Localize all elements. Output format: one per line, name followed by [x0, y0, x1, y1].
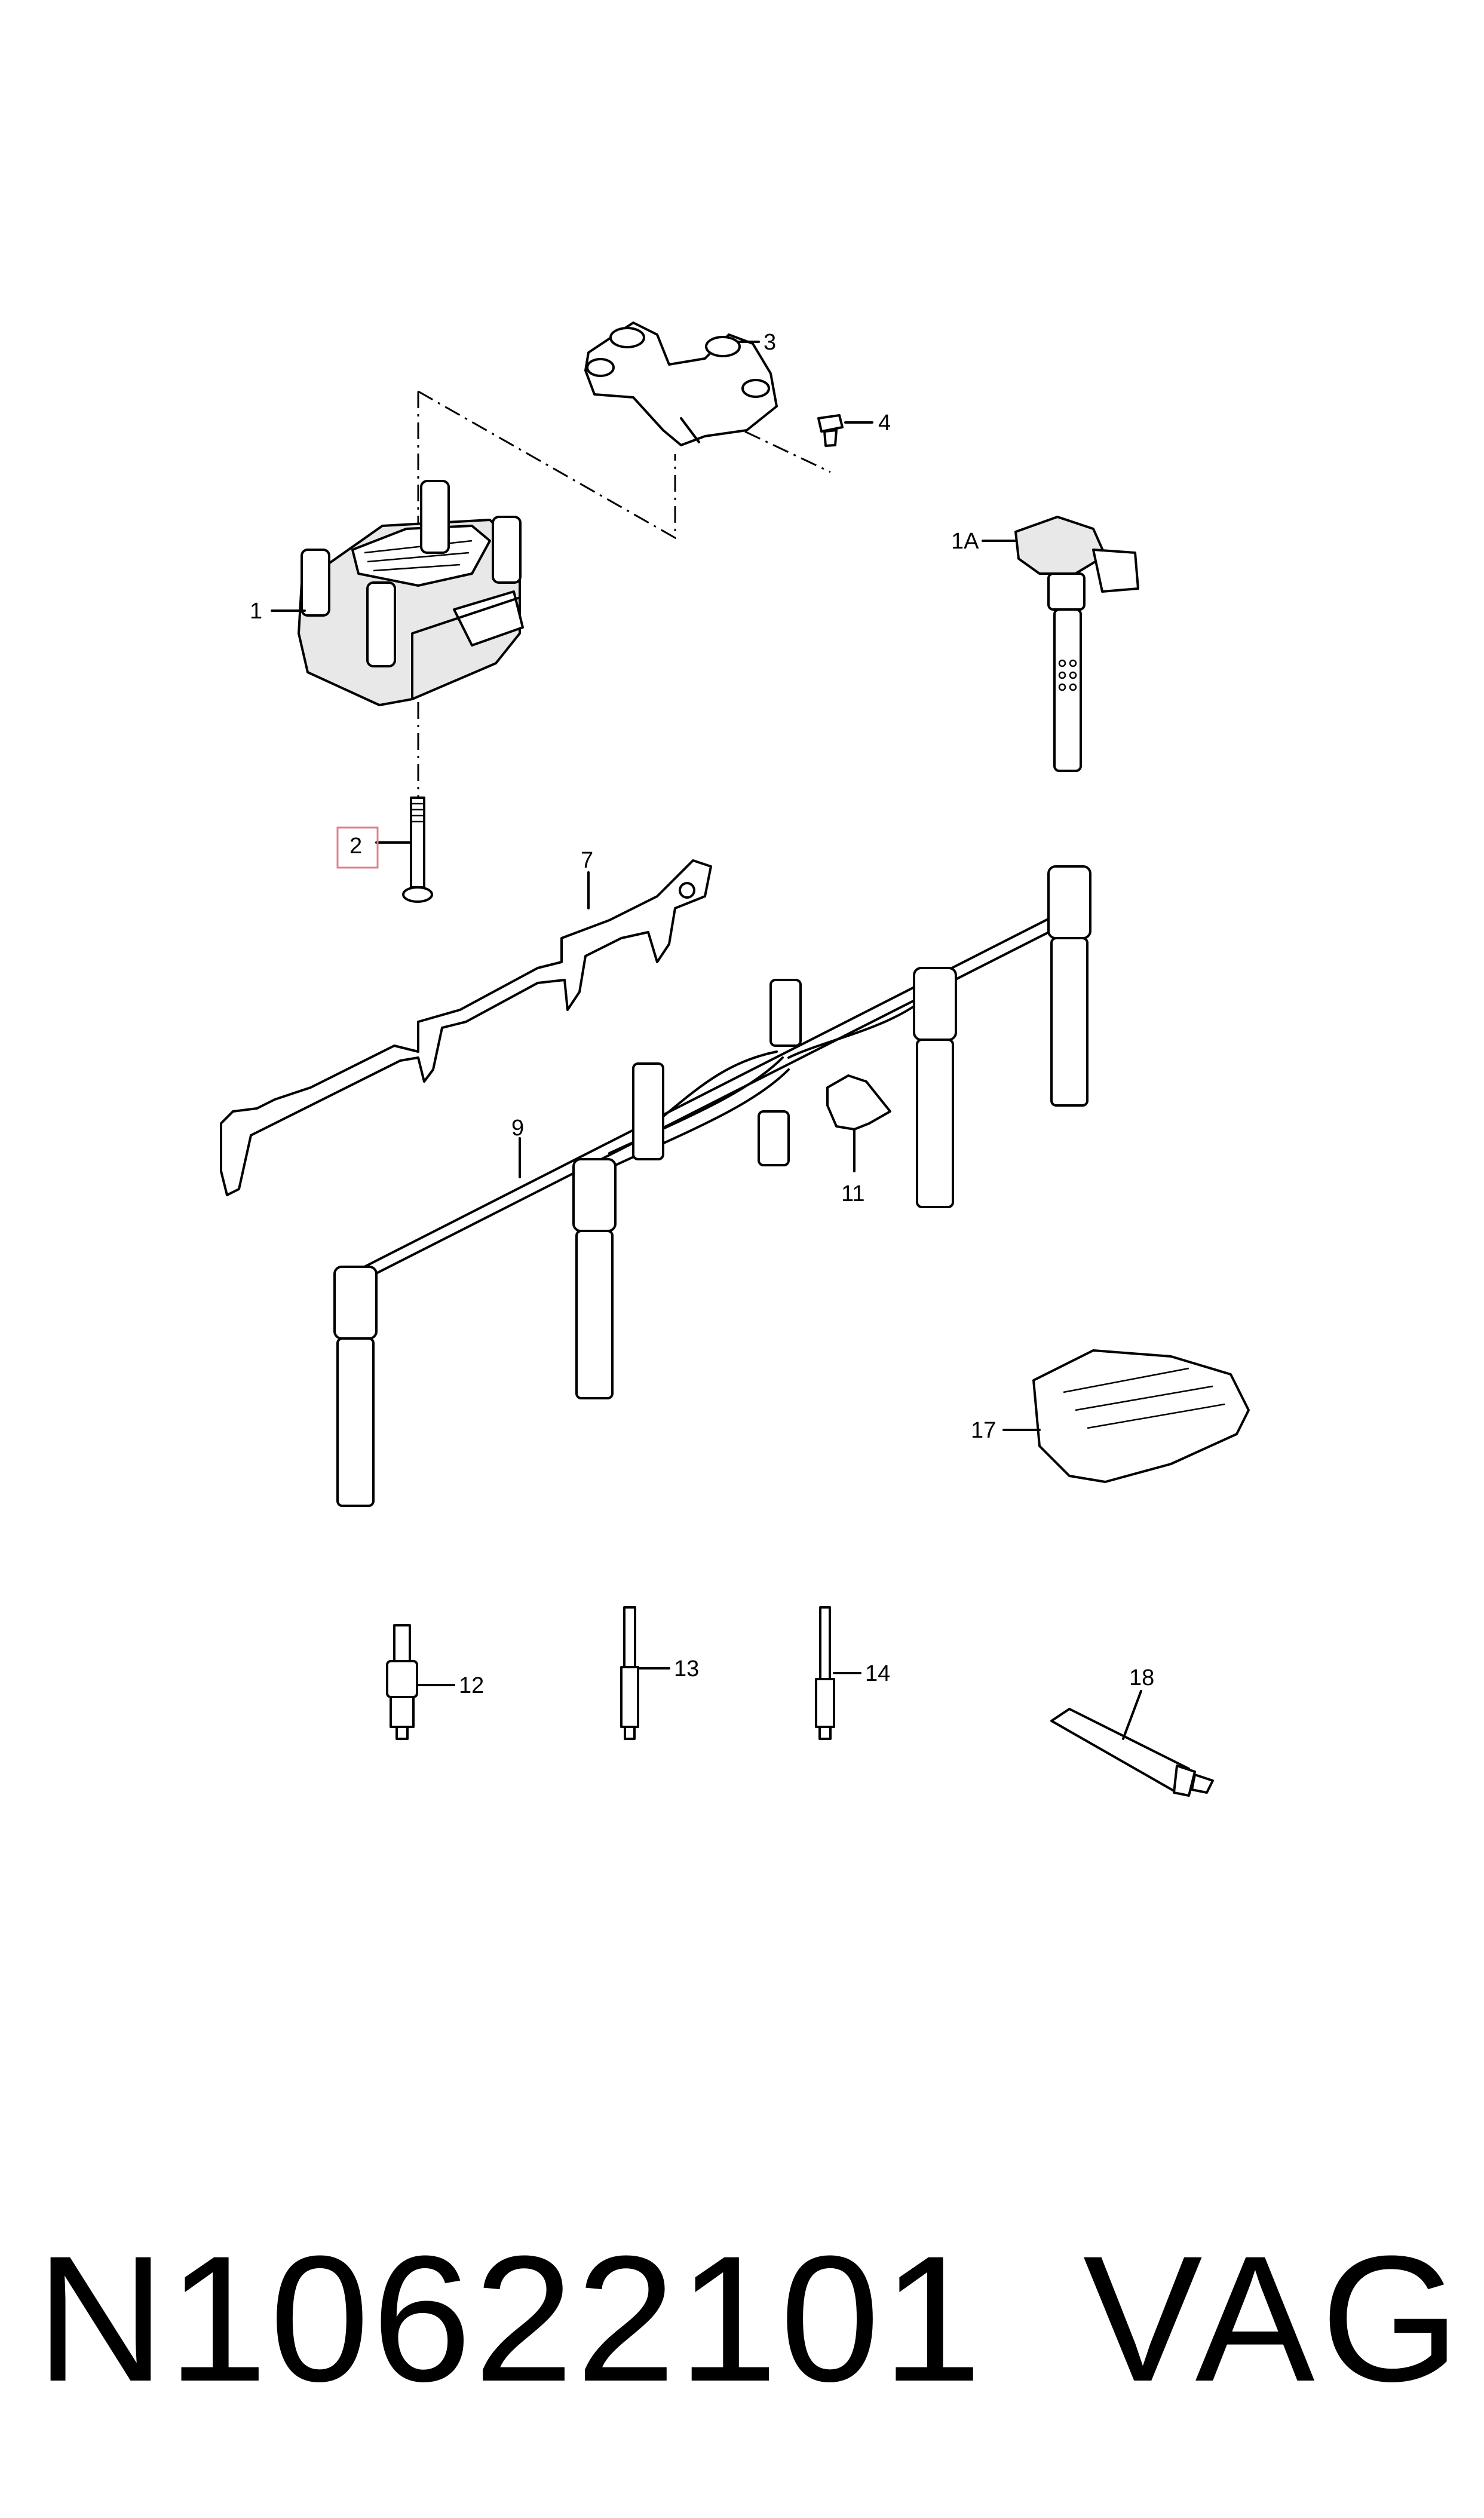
part-2-bolt[interactable]: [402, 797, 433, 903]
callout-1a[interactable]: 1A: [951, 529, 979, 554]
callout-4[interactable]: 4: [878, 411, 891, 436]
callout-1[interactable]: 1: [250, 599, 262, 624]
part-7-lead-bracket[interactable]: [220, 859, 712, 1196]
part-1-ignition-coil-block[interactable]: [298, 480, 524, 706]
callout-9[interactable]: 9: [511, 1116, 524, 1141]
callout-13[interactable]: 13: [674, 1656, 699, 1681]
part-18-grease-tube[interactable]: [1050, 1708, 1214, 1797]
callout-18[interactable]: 18: [1129, 1665, 1154, 1690]
part-14-glow-plug[interactable]: [815, 1606, 835, 1740]
part-3-bracket[interactable]: [584, 321, 778, 446]
part-17-cover[interactable]: [1032, 1349, 1250, 1483]
callout-11[interactable]: 11: [841, 1181, 864, 1206]
callout-17[interactable]: 17: [971, 1418, 996, 1443]
part-9-ignition-leads[interactable]: [333, 865, 1091, 1507]
highlight-box-part-2: [336, 826, 379, 869]
brand-name: VAG: [1083, 2218, 1466, 2419]
part-11-lead-clip[interactable]: [826, 1074, 891, 1131]
callout-12[interactable]: 12: [459, 1673, 484, 1698]
callout-3[interactable]: 3: [764, 330, 776, 355]
callout-2[interactable]: 2: [349, 834, 362, 859]
leader-lines: [271, 341, 1142, 1740]
assembly-lines: [417, 390, 831, 801]
footer: N10622101 VAG: [0, 2205, 1484, 2456]
callout-labels: 1 2 3 4 1A 7 9 11 17 12 13 14 18: [250, 330, 1154, 1698]
callout-7[interactable]: 7: [581, 848, 593, 873]
part-12-spark-plug[interactable]: [386, 1624, 418, 1740]
callout-14[interactable]: 14: [865, 1661, 890, 1686]
part-number: N10622101: [36, 2218, 985, 2419]
part-1a-pencil-coil[interactable]: [1014, 516, 1139, 772]
part-13-glow-plug[interactable]: [620, 1606, 639, 1740]
part-4-screw[interactable]: [817, 414, 844, 447]
